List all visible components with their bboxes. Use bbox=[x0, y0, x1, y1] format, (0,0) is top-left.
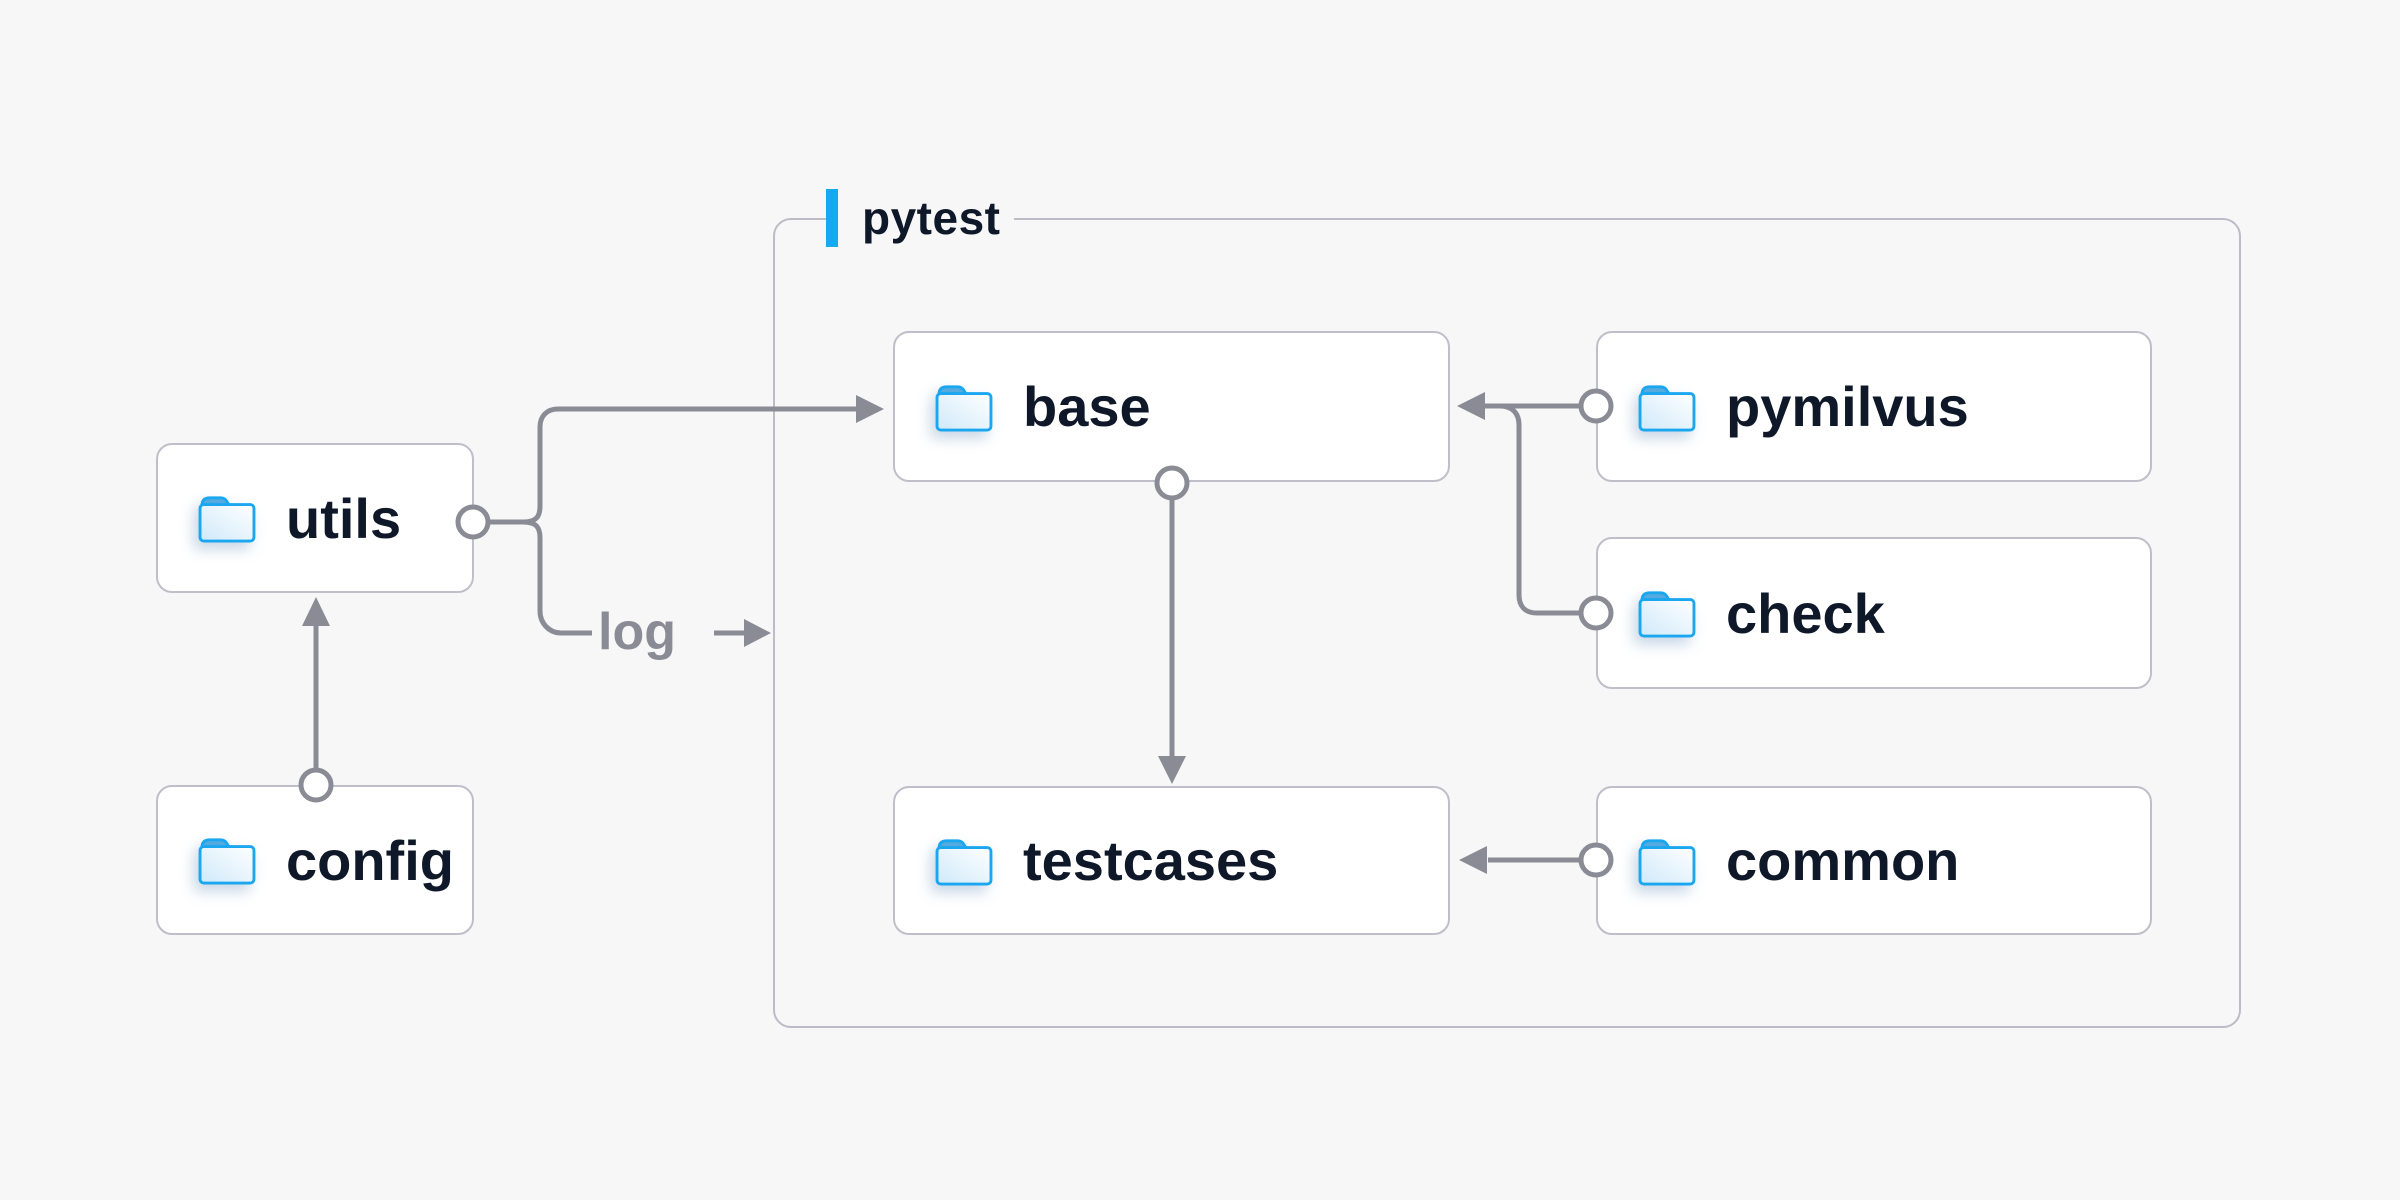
folder-icon bbox=[196, 492, 258, 544]
node-label: config bbox=[286, 828, 454, 892]
node-label: base bbox=[1023, 375, 1151, 438]
node-pymilvus: pymilvus bbox=[1596, 331, 2152, 482]
folder-icon bbox=[1636, 381, 1698, 433]
folder-icon bbox=[1636, 835, 1698, 887]
node-label: utils bbox=[286, 486, 402, 550]
node-common: common bbox=[1596, 786, 2152, 935]
pytest-container-box bbox=[773, 218, 2241, 1028]
node-label: check bbox=[1726, 581, 1885, 645]
folder-icon bbox=[933, 835, 995, 887]
pytest-title: pytest bbox=[862, 192, 1001, 244]
node-testcases: testcases bbox=[893, 786, 1450, 935]
folder-icon bbox=[1636, 587, 1698, 639]
node-config: config bbox=[156, 785, 474, 935]
node-label: pymilvus bbox=[1726, 375, 1969, 438]
node-check: check bbox=[1596, 537, 2152, 689]
accent-bar-icon bbox=[826, 189, 838, 247]
node-label: testcases bbox=[1023, 829, 1279, 892]
node-label: common bbox=[1726, 829, 1960, 892]
pytest-container-label: pytest bbox=[826, 188, 1015, 248]
folder-icon bbox=[196, 834, 258, 886]
log-edge-label: log bbox=[598, 603, 676, 661]
node-utils: utils bbox=[156, 443, 474, 593]
node-base: base bbox=[893, 331, 1450, 482]
edge-config-utils bbox=[298, 597, 334, 803]
folder-icon bbox=[933, 381, 995, 433]
